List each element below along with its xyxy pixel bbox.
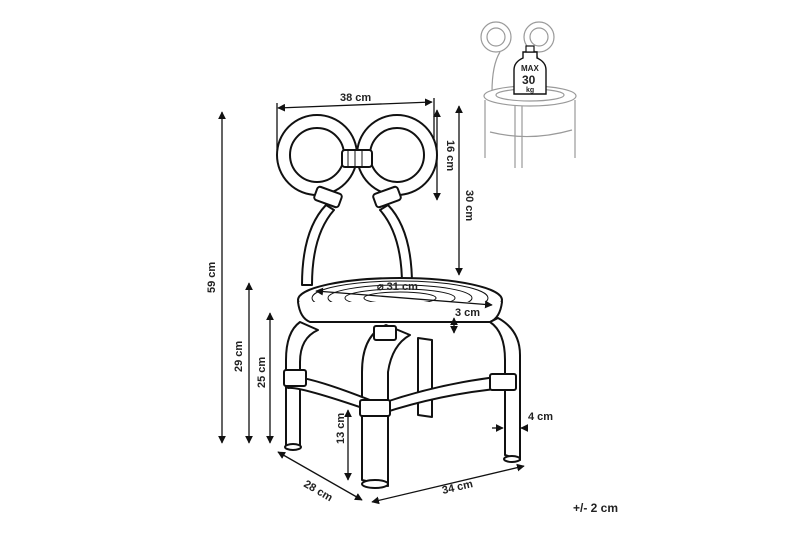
badge-max: MAX (521, 64, 539, 73)
dimension-labels: 38 cm 16 cm 30 cm 59 cm 29 cm 25 cm ⌀ 31… (206, 92, 553, 504)
weight-badge-icon (513, 51, 547, 95)
label-total-height: 59 cm (206, 262, 218, 293)
chair-illustration (276, 114, 521, 489)
label-back-total: 30 cm (463, 190, 475, 221)
label-front-width: 34 cm (441, 478, 474, 497)
load-capacity-thumbnail: MAX 30 kg (480, 21, 577, 168)
label-seat-height: 29 cm (233, 341, 245, 372)
label-back-height: 16 cm (444, 140, 456, 171)
label-leg-thickness: 4 cm (528, 411, 553, 423)
dimension-lines (218, 98, 529, 505)
label-seat-thickness: 3 cm (455, 307, 480, 319)
badge-unit: kg (526, 87, 534, 94)
badge-number: 30 (522, 73, 536, 87)
label-rail-height: 25 cm (256, 357, 268, 388)
label-seat-diameter: ⌀ 31 cm (377, 281, 418, 293)
label-width: 38 cm (340, 92, 371, 104)
label-leg-rail: 13 cm (335, 413, 347, 444)
tolerance-note: +/- 2 cm (573, 501, 618, 515)
